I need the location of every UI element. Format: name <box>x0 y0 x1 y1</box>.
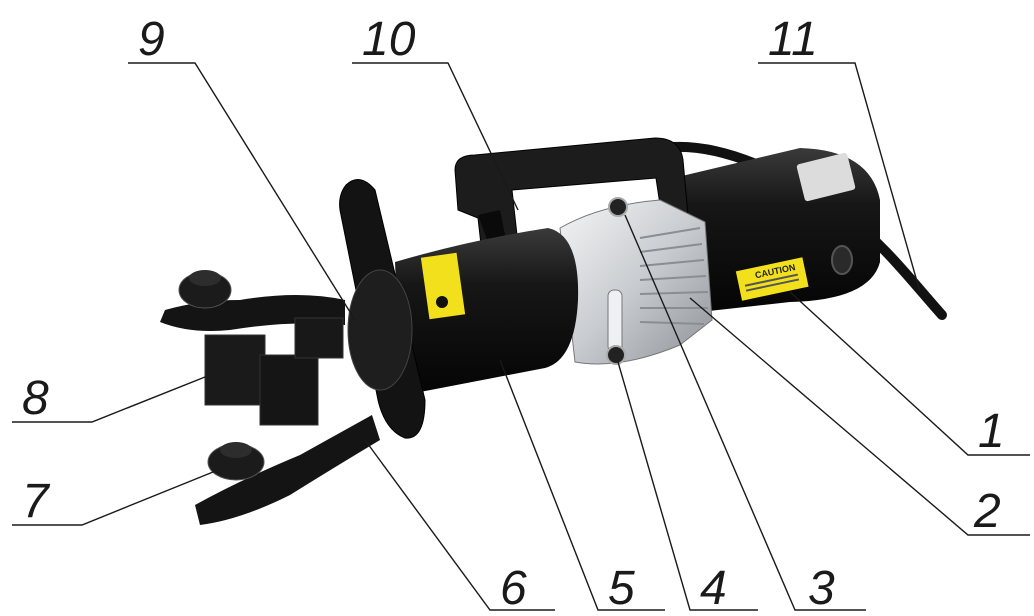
leader-11 <box>758 62 921 293</box>
roller-top-cap <box>189 270 221 286</box>
callout-leaders <box>12 62 1030 611</box>
callout-6: 6 <box>500 562 527 615</box>
top-bolt <box>608 197 628 217</box>
roller-bottom-cap <box>220 442 252 458</box>
rebar-bender-illustration: CAUTION <box>160 137 947 525</box>
pressure-lever <box>607 289 623 353</box>
callout-4: 4 <box>700 562 727 615</box>
bending-arm-lower <box>195 415 380 525</box>
leader-3 <box>624 214 866 611</box>
flange-disk <box>347 269 413 391</box>
callout-numbers: 9 10 11 8 7 1 2 6 5 4 3 <box>22 13 1005 615</box>
callout-7: 7 <box>22 475 51 528</box>
bending-die-lower <box>259 354 319 426</box>
cylinder-body <box>395 228 579 392</box>
leader-10 <box>352 62 519 211</box>
callout-8: 8 <box>22 372 49 425</box>
leader-4 <box>617 361 758 611</box>
leader-6 <box>364 439 555 611</box>
cylinder-warning-label <box>420 252 466 320</box>
bending-block <box>294 317 344 359</box>
leader-5 <box>499 359 665 611</box>
callout-10: 10 <box>362 13 416 66</box>
cooling-fins <box>639 227 709 325</box>
callout-1: 1 <box>978 405 1005 458</box>
caution-label: CAUTION <box>735 257 809 301</box>
leader-1 <box>789 291 1030 456</box>
pump-housing <box>559 199 713 365</box>
motor-sticker <box>796 152 856 202</box>
leader-8 <box>12 374 211 423</box>
bending-die-upper <box>204 334 266 406</box>
leader-2 <box>689 297 1030 536</box>
callout-3: 3 <box>808 562 835 615</box>
callout-11: 11 <box>768 13 818 66</box>
leader-9 <box>128 62 356 321</box>
leader-7 <box>12 469 219 526</box>
callout-5: 5 <box>608 562 635 615</box>
callout-2: 2 <box>973 485 1001 538</box>
side-port <box>831 245 853 275</box>
callout-9: 9 <box>138 13 165 66</box>
bottom-bolt <box>606 345 626 365</box>
